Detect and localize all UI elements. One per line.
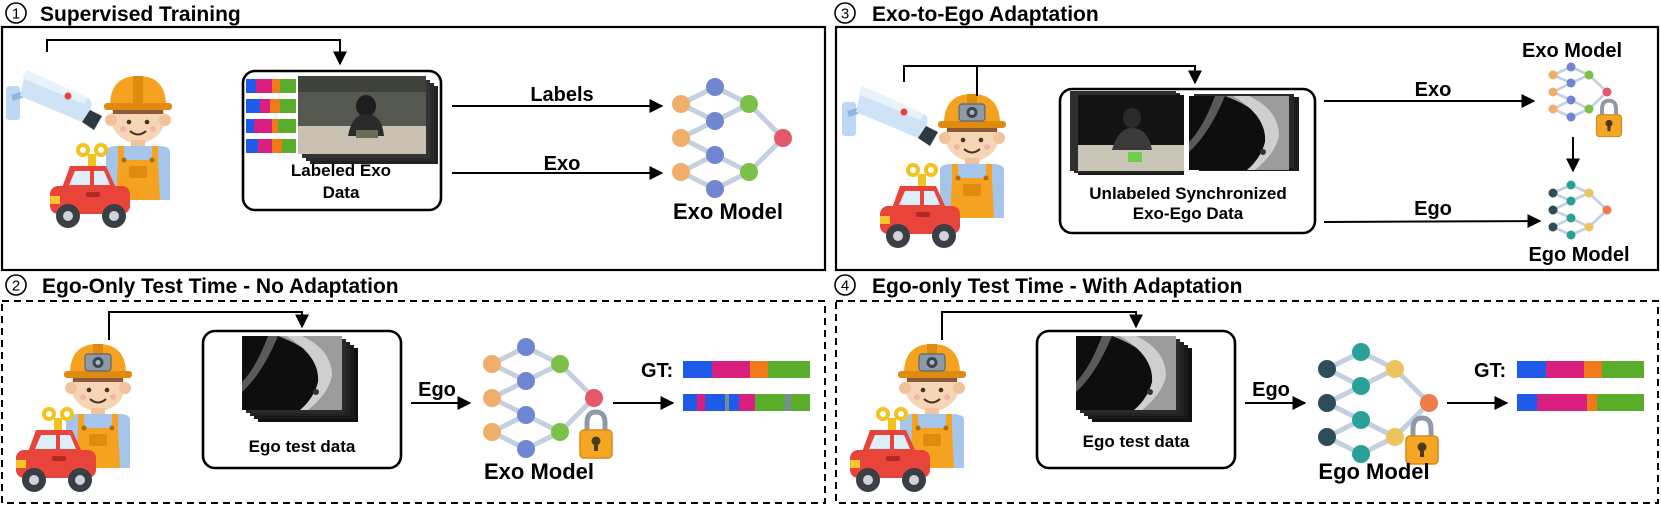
security-camera-icon <box>6 70 102 130</box>
gt-segmentation-bar-1 <box>683 361 810 378</box>
head-camera-icon <box>918 353 946 372</box>
padlock-icon <box>1406 418 1438 464</box>
exo-model-label-1: Exo Model <box>673 199 783 224</box>
svg-text:3: 3 <box>841 6 849 23</box>
head-camera-icon <box>958 103 986 122</box>
panel-3-border <box>834 25 1660 272</box>
svg-text:Supervised Training: Supervised Training <box>40 3 241 26</box>
ego-video-frame <box>1189 94 1299 171</box>
panel-1-title: 1 Supervised Training <box>5 2 241 26</box>
exo-arrow-1-text: Exo <box>544 153 581 175</box>
neural-network-icon <box>483 338 603 458</box>
svg-text:1: 1 <box>12 6 20 23</box>
head-camera-icon <box>84 353 112 372</box>
panel-3-title: 3 Exo-to-Ego Adaptation <box>834 2 1099 26</box>
panel-4-border <box>835 300 1659 504</box>
gt-label-1: GT: <box>641 360 673 382</box>
ego-test-data-text-2: Ego test data <box>1083 432 1190 451</box>
worker-icon <box>103 75 173 201</box>
gt-label-2: GT: <box>1474 360 1506 382</box>
svg-text:Ego-only Test Time - With Adap: Ego-only Test Time - With Adaptation <box>872 275 1242 298</box>
ego-video-stack-2 <box>1076 336 1192 422</box>
panel-2-border <box>1 300 826 504</box>
capture-arrow <box>903 65 1202 85</box>
neural-network-icon <box>1548 62 1612 122</box>
exo-arrow-2-text: Exo <box>1415 79 1452 101</box>
exo-model-label-2: Exo Model <box>1522 40 1622 62</box>
prediction-segmentation-bar-1 <box>683 394 810 411</box>
labeled-exo-text-1: Labeled Exo <box>291 161 391 180</box>
gt-segmentation-bar-2 <box>1517 361 1644 378</box>
labels-arrow-text: Labels <box>530 84 593 106</box>
ego-model-label-2: Ego Model <box>1318 459 1429 484</box>
panel-2-title: 2 Ego-Only Test Time - No Adaptation <box>5 274 399 298</box>
unlabeled-text-2: Exo-Ego Data <box>1133 204 1244 223</box>
ego-test-data-text-1: Ego test data <box>249 437 356 456</box>
unlabeled-text-1: Unlabeled Synchronized <box>1089 184 1286 203</box>
svg-text:Exo-to-Ego Adaptation: Exo-to-Ego Adaptation <box>872 3 1099 26</box>
exo-video-stack <box>298 76 438 164</box>
exo-model-label-3: Exo Model <box>484 459 594 484</box>
svg-text:4: 4 <box>841 278 849 295</box>
label-strips <box>246 79 296 153</box>
security-camera-icon <box>842 86 938 146</box>
ego-model-label-1: Ego Model <box>1528 244 1629 266</box>
ego-arrow-1-text: Ego <box>418 379 456 401</box>
labeled-exo-text-2: Data <box>323 183 360 202</box>
panel-4-title: 4 Ego-only Test Time - With Adaptation <box>834 274 1242 298</box>
panel-1-border <box>0 25 827 272</box>
ego-capture-arrow-1 <box>108 311 309 340</box>
ego-capture-arrow-2 <box>941 311 1143 340</box>
camera-to-data-arrow <box>46 39 347 66</box>
svg-text:2: 2 <box>12 278 20 295</box>
svg-text:Ego-Only Test Time - No Adapta: Ego-Only Test Time - No Adaptation <box>42 275 399 298</box>
neural-network-icon <box>672 78 792 198</box>
ego-arrow-adapt <box>1323 214 1542 229</box>
padlock-icon <box>580 412 612 458</box>
exo-video-frame <box>1070 91 1184 175</box>
prediction-segmentation-bar-2 <box>1517 394 1644 411</box>
ego-arrow-adapt-text: Ego <box>1414 198 1452 220</box>
neural-network-icon <box>1548 180 1612 240</box>
ego-video-stack-1 <box>242 336 358 422</box>
ego-arrow-2-text: Ego <box>1252 379 1290 401</box>
neural-network-icon <box>1318 343 1438 463</box>
padlock-icon <box>1594 98 1624 139</box>
